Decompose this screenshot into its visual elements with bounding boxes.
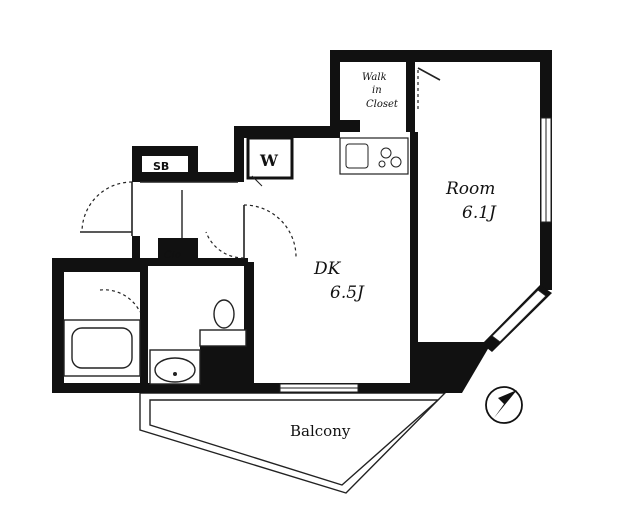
dk-label-name: DK (313, 259, 342, 279)
room-labels: Walk in Closet Room 6.1J DK 6.5J SB W Cl… (153, 72, 497, 440)
balcony-outline (139, 392, 447, 494)
walk-in-closet-label-2: in (372, 85, 382, 96)
balcony-label: Balcony (290, 422, 351, 440)
room-label-name: Room (445, 179, 495, 199)
clo-label: Clo (164, 250, 181, 261)
sb-label: SB (153, 160, 169, 173)
windows (279, 117, 552, 393)
room-label-size: 6.1J (462, 203, 497, 223)
toilet (199, 299, 247, 347)
bathtub (63, 319, 141, 377)
kitchen-counter (339, 137, 409, 175)
doors (80, 67, 441, 313)
washer-box (246, 136, 294, 180)
fixtures (63, 136, 409, 385)
walk-in-closet-label-1: Walk (362, 72, 387, 83)
washer-label: W (259, 151, 279, 170)
dk-label-size: 6.5J (330, 283, 365, 303)
wash-basin (149, 349, 201, 385)
walk-in-closet-label-3: Closet (366, 99, 399, 110)
north-arrow-icon (485, 386, 523, 424)
